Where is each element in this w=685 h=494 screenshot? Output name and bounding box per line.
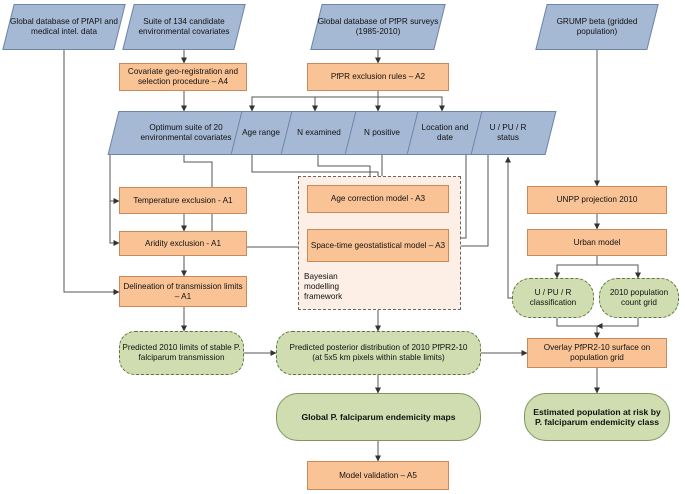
band-age-range: Age range [242, 128, 280, 137]
predicted-limits-node: Predicted 2010 limits of stable P. falci… [119, 331, 244, 375]
overlay-box: Overlay PfPR2-10 surface on population g… [527, 338, 667, 368]
posterior-distribution-label: Predicted posterior distribution of 2010… [289, 343, 468, 362]
input-pfpr-surveys: Global database of PfPR surveys (1985-20… [310, 4, 446, 50]
urban-model-box: Urban model [527, 229, 667, 256]
model-validation-box: Model validation – A5 [307, 461, 449, 490]
band-n-examined: N examined [297, 128, 341, 137]
arrow-exclusion-to-location [378, 96, 445, 112]
band-n-positive: N positive [364, 128, 400, 137]
input-grump-label: GRUMP beta (gridded population) [556, 17, 638, 36]
band-location-date: Location and date [421, 123, 469, 142]
arrow-urban-to-popgrid [597, 264, 641, 279]
upur-classification-node: U / PU / R classification [512, 278, 594, 318]
pfpr-exclusion-rules-box: PfPR exclusion rules – A2 [307, 63, 449, 91]
arrow-urban-to-model [448, 155, 489, 249]
predicted-limits-label: Predicted 2010 limits of stable P. falci… [122, 343, 241, 362]
band-optimum-suite: Optimum suite of 20 environmental covari… [140, 123, 232, 142]
input-pfpr-label: Global database of PfPR surveys (1985-20… [317, 17, 439, 36]
arrow-urban-to-classification [554, 256, 598, 279]
arrow-popgrid-to-overlay [596, 318, 639, 329]
unpp-projection-box: UNPP projection 2010 [527, 186, 667, 214]
age-correction-box: Age correction model - A3 [307, 185, 449, 213]
arrow-api-to-delineation [63, 50, 120, 295]
input-covariates-suite: Suite of 134 candidate environmental cov… [122, 4, 246, 50]
population-at-risk-node: Estimated population at risk by P. falci… [524, 393, 670, 441]
posterior-distribution-node: Predicted posterior distribution of 2010… [276, 331, 481, 375]
bayesian-framework-label: Bayesian modelling framework [304, 272, 343, 301]
band-urban-status: U / PU / R status [489, 123, 527, 142]
space-time-model-box: Space-time geostatistical model – A3 [307, 229, 449, 262]
temperature-exclusion-box: Temperature exclusion - A1 [119, 187, 247, 214]
input-grump-population: GRUMP beta (gridded population) [535, 4, 659, 50]
arrow-optimum-to-aridity [109, 201, 120, 246]
input-malaria-api-database: Global database of PfAPI and medical int… [2, 4, 126, 50]
aridity-exclusion-box: Aridity exclusion - A1 [119, 231, 247, 256]
input-malaria-api-label: Global database of PfAPI and medical int… [10, 17, 118, 36]
arrow-classification-to-status [505, 156, 512, 299]
arrow-optimum-to-temperature [109, 150, 120, 204]
input-covariates-label: Suite of 134 candidate environmental cov… [138, 17, 230, 36]
arrow-classification-to-overlay [556, 318, 600, 339]
arrow-nexam-to-correction [317, 155, 373, 186]
delineation-box: Delineation of transmission limits – A1 [119, 276, 247, 307]
population-count-grid-node: 2010 population count grid [599, 278, 679, 318]
covariate-georegistration-box: Covariate geo-registration and selection… [119, 63, 247, 91]
endemicity-maps-node: Global P. falciparum endemicity maps [276, 393, 481, 441]
